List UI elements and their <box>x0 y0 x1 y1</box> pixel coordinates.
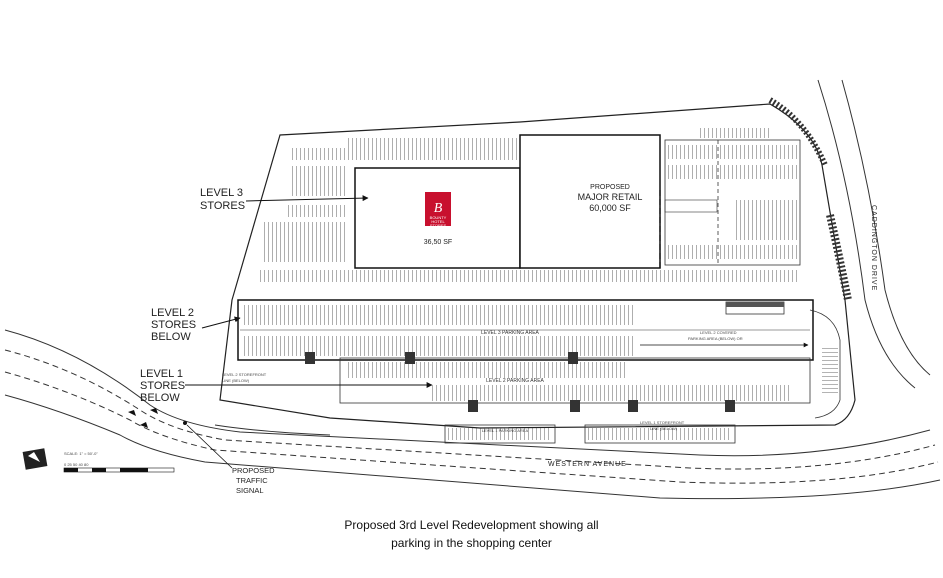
store-logo <box>425 192 451 226</box>
level-1-callout: LEVEL 1 STORES BELOW <box>140 368 433 404</box>
store-building: B BOUNTY HOTEL STORES 36,50 SF <box>354 167 521 269</box>
caddington-drive-label: CADDINGTON DRIVE <box>870 205 877 291</box>
caption-line-1: Proposed 3rd Level Redevelopment showing… <box>344 518 599 532</box>
major-retail-building: PROPOSED MAJOR RETAIL 60,000 SF <box>519 134 661 269</box>
level-1-label-line-3: BELOW <box>140 392 180 404</box>
scale-label: SCALE: 1" = 50'-0" <box>64 451 98 456</box>
east-curved-parking <box>768 97 852 301</box>
level-1-storefront-2: LINE (BELOW) <box>650 426 678 431</box>
road-arrows <box>128 408 158 428</box>
store-area-label: 36,50 SF <box>424 239 452 246</box>
level-1-parking-label: LEVEL 1 PARKING AREA <box>482 428 529 433</box>
level-1-label-line-1: LEVEL 1 <box>140 368 183 380</box>
traffic-signal-callout: PROPOSED TRAFFIC SIGNAL <box>183 421 275 495</box>
signal-label-3: SIGNAL <box>236 486 264 495</box>
caddington-drive-road <box>817 79 931 389</box>
scale-ticks: 0 25 50 40 80 <box>64 462 89 467</box>
north-parking-rows <box>258 128 798 282</box>
signal-label-1: PROPOSED <box>232 466 275 475</box>
level-3-callout: LEVEL 3 STORES <box>200 187 369 212</box>
major-retail-proposed: PROPOSED <box>590 184 630 191</box>
store-logo-letter: B <box>434 201 443 216</box>
store-logo-line-2: HOTEL <box>431 219 445 224</box>
level-3-parking-deck: LEVEL 3 PARKING AREA LEVEL 2 COVERED PAR… <box>237 299 814 361</box>
store-logo-line-3: STORES <box>430 223 447 228</box>
level-3-parking-label: LEVEL 3 PARKING AREA <box>481 330 539 336</box>
western-avenue-road <box>4 329 941 500</box>
level-2-label-line-1: LEVEL 2 <box>151 307 194 319</box>
western-avenue-label: WESTERN AVENUE <box>548 461 627 468</box>
level-1-parking-area: LEVEL 1 PARKING AREA LEVEL 1 STOREFRONT … <box>444 420 736 444</box>
major-retail-area: 60,000 SF <box>589 203 631 213</box>
level-1-label-line-2: STORES <box>140 380 185 392</box>
scale-bar: SCALE: 1" = 50'-0" 0 25 50 40 80 <box>63 451 175 473</box>
level-2-covered-label-1: LEVEL 2 COVERED <box>700 330 737 335</box>
east-end-parking <box>809 309 841 419</box>
level-3-label-line-2: STORES <box>200 200 245 212</box>
level-2-parking-area: LEVEL 2 PARKING AREA <box>305 352 811 412</box>
level-2-label-line-3: BELOW <box>151 331 191 343</box>
level-3-label-line-1: LEVEL 3 <box>200 187 243 199</box>
level-2-label-line-2: STORES <box>151 319 196 331</box>
major-retail-title: MAJOR RETAIL <box>578 192 643 202</box>
signal-label-2: TRAFFIC <box>236 476 268 485</box>
level-2-parking-label: LEVEL 2 PARKING AREA <box>486 378 544 384</box>
level-2-storefront-label-1: LEVEL 2 STOREFRONT <box>222 372 267 377</box>
north-arrow-icon <box>22 448 48 470</box>
east-parking-grid <box>664 139 801 266</box>
caption-line-2: parking in the shopping center <box>391 536 552 550</box>
level-1-storefront-1: LEVEL 1 STOREFRONT <box>640 420 685 425</box>
level-2-callout: LEVEL 2 STORES BELOW <box>151 307 241 343</box>
level-2-storefront-label-2: LINE (BELOW) <box>222 378 250 383</box>
store-logo-line-1: BOUNTY <box>430 215 447 220</box>
level-2-covered-label-2: PARKING AREA (BELOW) OR <box>688 336 743 341</box>
